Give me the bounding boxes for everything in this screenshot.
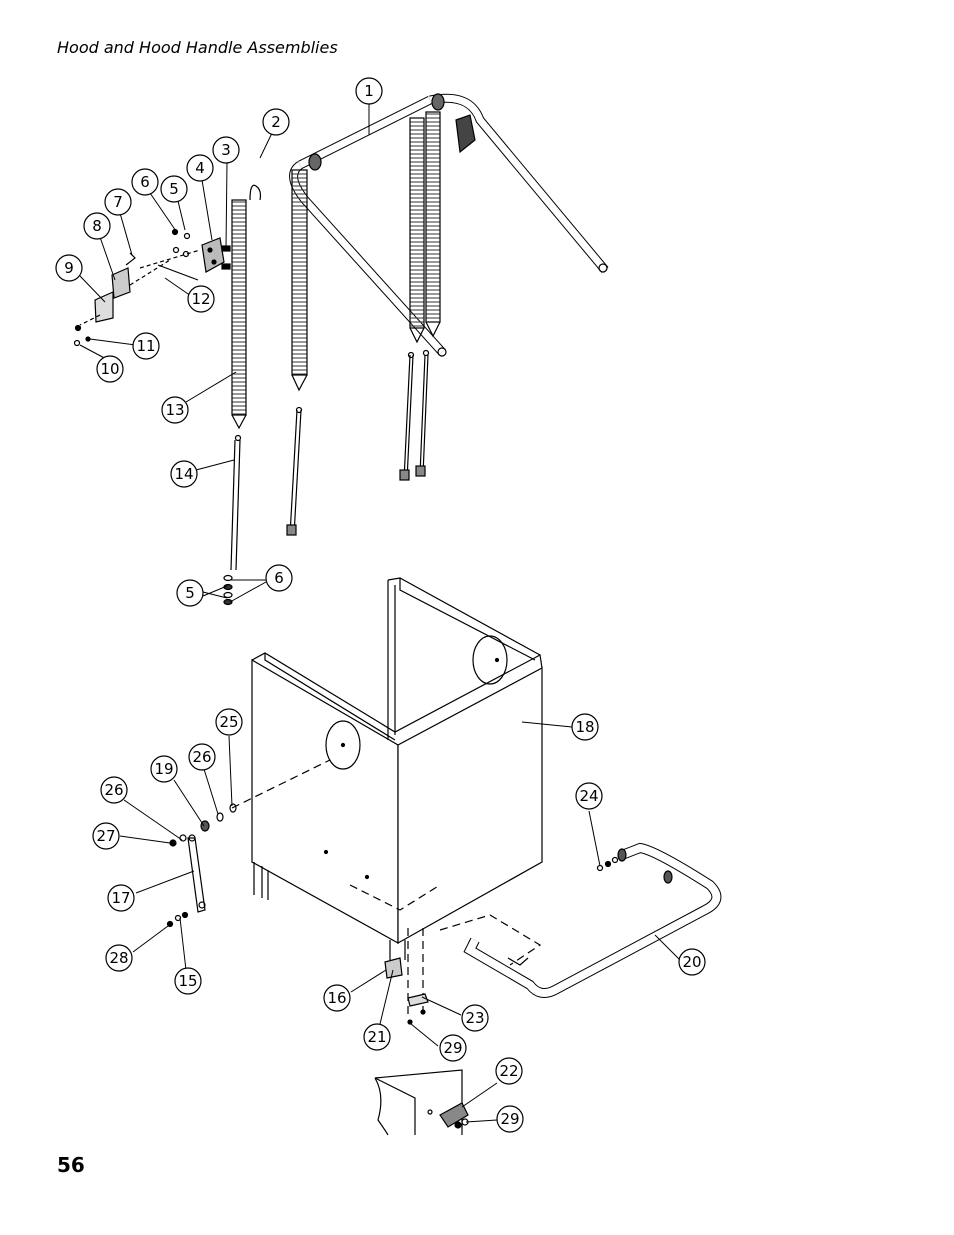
- callout-28: 28: [105, 944, 133, 972]
- callout-14: 14: [170, 460, 198, 488]
- side-lever-assembly: [166, 803, 237, 928]
- callout-label: 18: [575, 718, 594, 736]
- callout-label: 24: [579, 787, 598, 805]
- callout-label: 29: [500, 1110, 519, 1128]
- callout-21: 21: [363, 1023, 391, 1051]
- callout-10: 10: [96, 355, 124, 383]
- left-bracket-hardware: [73, 228, 231, 347]
- callout-5-bottom: 5: [176, 579, 204, 607]
- callout-label: 23: [465, 1009, 484, 1027]
- callout-11: 11: [132, 332, 160, 360]
- callout-13: 13: [161, 396, 189, 424]
- callout-16: 16: [323, 984, 351, 1012]
- hood-handle-frame: [289, 93, 609, 357]
- callout-2: 2: [262, 108, 290, 136]
- callout-label: 25: [219, 713, 238, 731]
- page-title: Hood and Hood Handle Assemblies: [57, 38, 338, 57]
- callout-label: 14: [174, 465, 193, 483]
- bottom-brackets: [384, 957, 429, 1025]
- callout-19: 19: [150, 755, 178, 783]
- callout-18: 18: [571, 713, 599, 741]
- spring-rods: [223, 349, 430, 606]
- callout-5-top: 5: [160, 175, 188, 203]
- callout-1: 1: [355, 77, 383, 105]
- callout-20: 20: [678, 948, 706, 976]
- callout-label: 17: [111, 889, 130, 907]
- callout-25: 25: [215, 708, 243, 736]
- callout-23: 23: [461, 1004, 489, 1032]
- callout-4: 4: [186, 154, 214, 182]
- callout-label: 7: [113, 193, 123, 211]
- callout-17: 17: [107, 884, 135, 912]
- detail-inset: [374, 1069, 469, 1136]
- callout-26-upper: 26: [188, 743, 216, 771]
- callout-label: 22: [499, 1062, 518, 1080]
- spring-middle: [291, 169, 308, 392]
- callout-15: 15: [174, 967, 202, 995]
- callout-label: 1: [364, 82, 374, 100]
- callout-26-lower: 26: [100, 776, 128, 804]
- leader-lines: [79, 102, 681, 1123]
- callout-label: 9: [64, 259, 74, 277]
- callout-12: 12: [187, 285, 215, 313]
- callout-label: 5: [169, 180, 179, 198]
- callout-label: 27: [96, 827, 115, 845]
- callout-label: 6: [274, 569, 284, 587]
- callout-label: 28: [109, 949, 128, 967]
- callout-label: 2: [271, 113, 281, 131]
- callout-label: 26: [104, 781, 123, 799]
- callout-29-upper: 29: [439, 1034, 467, 1062]
- spring-right-pair: [409, 111, 441, 344]
- callout-9: 9: [55, 254, 83, 282]
- callout-7: 7: [104, 188, 132, 216]
- front-handle-bar: [463, 842, 722, 999]
- callout-label: 21: [367, 1028, 386, 1046]
- callout-label: 4: [195, 159, 205, 177]
- callout-label: 12: [191, 290, 210, 308]
- callout-label: 19: [154, 760, 173, 778]
- callout-label: 26: [192, 748, 211, 766]
- callout-22: 22: [495, 1057, 523, 1085]
- callout-label: 6: [140, 173, 150, 191]
- callout-29-lower: 29: [496, 1105, 524, 1133]
- callout-6-bottom: 6: [265, 564, 293, 592]
- callout-label: 29: [443, 1039, 462, 1057]
- hood-body: [231, 577, 543, 1015]
- callout-8: 8: [83, 212, 111, 240]
- callout-6-top: 6: [131, 168, 159, 196]
- callout-label: 8: [92, 217, 102, 235]
- callout-label: 20: [682, 953, 701, 971]
- callout-label: 11: [136, 337, 155, 355]
- callout-label: 16: [327, 989, 346, 1007]
- callout-label: 10: [100, 360, 119, 378]
- callout-label: 15: [178, 972, 197, 990]
- callout-27: 27: [92, 822, 120, 850]
- callout-label: 5: [185, 584, 195, 602]
- callout-label: 13: [165, 401, 184, 419]
- spring-left: [231, 184, 262, 430]
- callout-label: 3: [221, 141, 231, 159]
- page-number: 56: [57, 1153, 85, 1177]
- callout-24: 24: [575, 782, 603, 810]
- callout-3: 3: [212, 136, 240, 164]
